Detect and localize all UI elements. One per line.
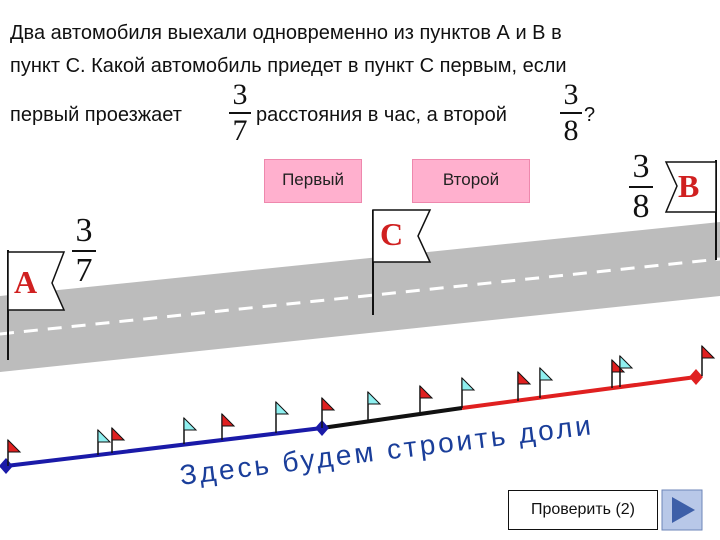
segment-black — [321, 406, 463, 430]
fraction-bar — [629, 186, 653, 188]
segment-endpoint — [0, 458, 13, 474]
road-center-line — [0, 257, 720, 336]
fraction-bar — [72, 250, 96, 252]
fraction-bar — [229, 112, 251, 114]
next-arrow-button[interactable] — [662, 490, 702, 530]
fraction-numerator: 3 — [75, 212, 93, 249]
fraction-numerator: 3 — [563, 78, 579, 111]
check-button[interactable]: Проверить (2) — [508, 490, 658, 530]
answer-second-button[interactable]: Второй — [412, 159, 530, 203]
flag-a-label: A — [14, 264, 38, 300]
question-line-1: Два автомобиля выехали одновременно из п… — [10, 22, 562, 44]
question-line-2: пункт С. Какой автомобиль приедет в пунк… — [10, 55, 567, 77]
segment-endpoint — [315, 420, 329, 436]
segment-endpoint — [689, 369, 703, 385]
fraction-denominator: 8 — [632, 188, 650, 225]
hint-text: Здесь будем строить доли — [178, 409, 596, 491]
question-line-3-end: ? — [584, 104, 596, 126]
fraction-denominator: 7 — [75, 252, 93, 289]
road — [0, 222, 720, 372]
fraction-numerator: 3 — [232, 78, 248, 111]
fraction-denominator: 8 — [563, 114, 579, 147]
question-fraction-second: 3 8 — [560, 80, 582, 146]
fraction-numerator: 3 — [632, 148, 650, 185]
question-fraction-first: 3 7 — [229, 80, 251, 146]
flag-b-fraction: 3 8 — [629, 150, 653, 224]
question-line-3-mid: расстояния в час, а второй — [256, 104, 507, 126]
fraction-denominator: 7 — [232, 114, 248, 147]
answer-first-button[interactable]: Первый — [264, 159, 362, 203]
segment-red — [461, 375, 697, 410]
question-line-3-start: первый проезжает — [10, 104, 182, 126]
flag-c-label: C — [380, 216, 404, 252]
flag-b-label: B — [678, 168, 700, 204]
flag-a-fraction: 3 7 — [72, 214, 96, 288]
fraction-bar — [560, 112, 582, 114]
